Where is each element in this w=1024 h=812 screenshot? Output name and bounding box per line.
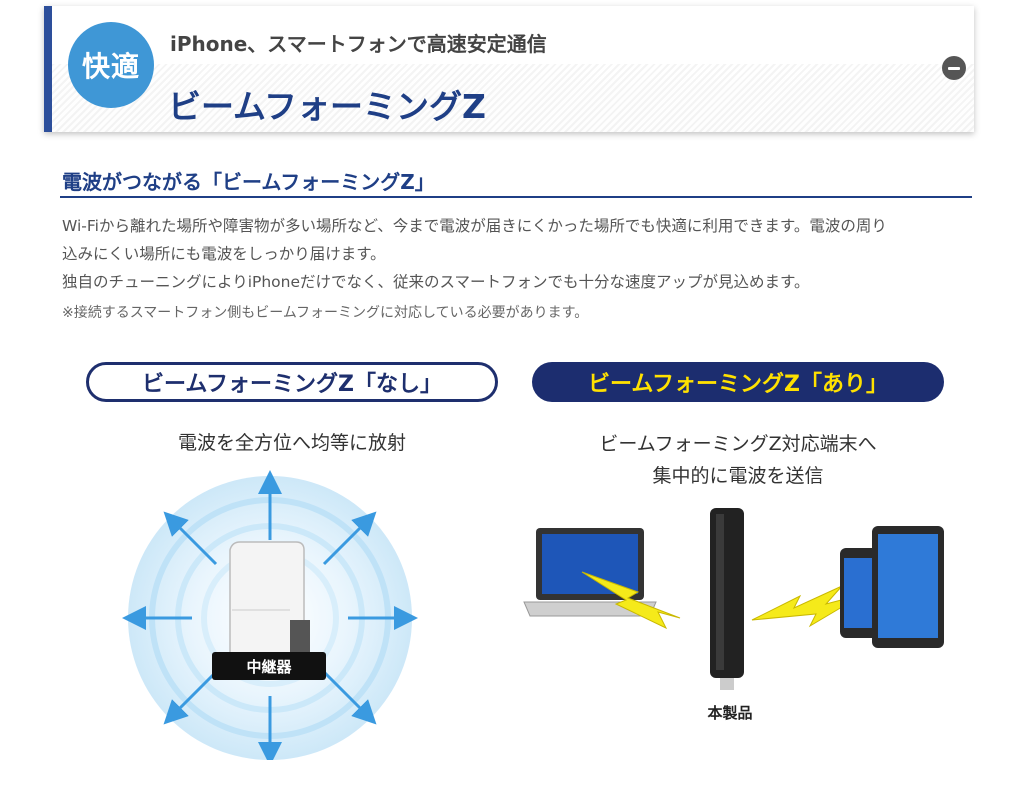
header-title: ビームフォーミングZ (168, 87, 486, 126)
arrow-icon (322, 670, 377, 725)
lightning-icon (751, 585, 865, 628)
description-line-2: 込みにくい場所にも電波をしっかり届けます。 (62, 245, 386, 263)
arrow-icon (163, 670, 218, 725)
usb-adapter-icon (710, 508, 744, 690)
tablet-icon (872, 526, 944, 648)
repeater-icon (229, 541, 310, 661)
feature-header-card[interactable]: 快適 iPhone、スマートフォンで高速安定通信 ビームフォーミングZ (44, 6, 974, 132)
description-line-3: 独自のチューニングによりiPhoneだけでなく、従来のスマートフォンでも十分な速… (62, 273, 810, 291)
section-divider (60, 196, 972, 198)
lightning-icon (581, 571, 681, 630)
beamforming-diagram (523, 508, 944, 690)
with-caption-line-2: 集中的に電波を送信 (652, 465, 824, 487)
arrow-icon (163, 511, 218, 566)
section-description: Wi-Fiから離れた場所や障害物が多い場所など、今まで電波が届きにくかった場所で… (62, 212, 974, 296)
section-title: 電波がつながる「ビームフォーミングZ」 (62, 170, 435, 194)
header-subtitle: iPhone、スマートフォンで高速安定通信 (170, 32, 547, 56)
collapse-minus-icon[interactable] (942, 56, 966, 80)
radiation-arrows (122, 470, 418, 760)
description-line-1: Wi-Fiから離れた場所や障害物が多い場所など、今まで電波が届きにくかった場所で… (62, 217, 887, 235)
without-beamforming-pill: ビームフォーミングZ「なし」 (86, 362, 498, 402)
repeater-label: 中継器 (212, 652, 326, 680)
laptop-icon (523, 528, 657, 617)
compatibility-note: ※接続するスマートフォン側もビームフォーミングに対応している必要があります。 (62, 305, 589, 321)
with-beamforming-pill: ビームフォーミングZ「あり」 (532, 362, 944, 402)
arrow-icon (322, 511, 377, 566)
header-stripe (52, 64, 974, 132)
with-caption: ビームフォーミングZ対応端末へ 集中的に電波を送信 (532, 428, 944, 492)
omnidirectional-diagram (122, 470, 418, 760)
comfort-badge: 快適 (68, 22, 154, 108)
product-label: 本製品 (707, 704, 753, 722)
with-caption-line-1: ビームフォーミングZ対応端末へ (599, 433, 877, 455)
without-caption: 電波を全方位へ均等に放射 (177, 432, 406, 454)
